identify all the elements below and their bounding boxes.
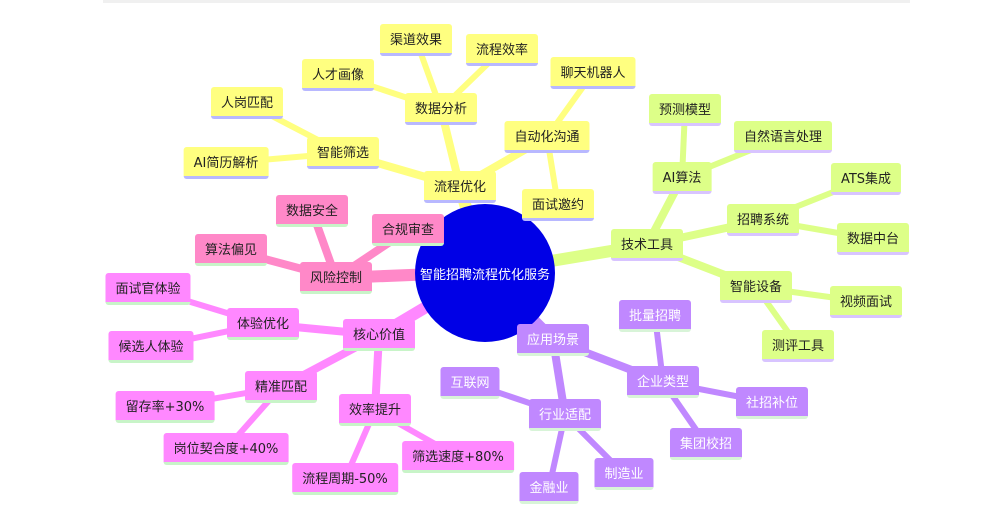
topic-node[interactable]: 效率提升 bbox=[338, 394, 412, 426]
leaf-node[interactable]: 金融业 bbox=[519, 472, 579, 504]
topic-node[interactable]: 招聘系统 bbox=[726, 204, 800, 236]
leaf-node[interactable]: 岗位契合度+40% bbox=[163, 433, 289, 465]
topic-node[interactable]: 体验优化 bbox=[226, 308, 300, 340]
branch-node[interactable]: 流程优化 bbox=[423, 171, 497, 203]
branch-node[interactable]: 应用场景 bbox=[516, 324, 590, 356]
leaf-node[interactable]: 批量招聘 bbox=[618, 300, 692, 332]
leaf-node[interactable]: 测评工具 bbox=[761, 330, 835, 362]
leaf-node[interactable]: 流程周期-50% bbox=[292, 463, 398, 495]
leaf-node[interactable]: 人岗匹配 bbox=[210, 87, 284, 119]
topic-node[interactable]: 自动化沟通 bbox=[504, 121, 590, 153]
leaf-node[interactable]: ATS集成 bbox=[830, 163, 902, 195]
leaf-node[interactable]: 自然语言处理 bbox=[733, 121, 833, 153]
leaf-node[interactable]: 筛选速度+80% bbox=[402, 441, 514, 473]
leaf-node[interactable]: 聊天机器人 bbox=[550, 57, 636, 89]
top-bar bbox=[103, 0, 910, 3]
topic-node[interactable]: 数据分析 bbox=[404, 93, 478, 125]
leaf-node[interactable]: 面试官体验 bbox=[105, 273, 191, 305]
topic-node[interactable]: 算法偏见 bbox=[194, 234, 268, 266]
leaf-node[interactable]: 留存率+30% bbox=[115, 391, 215, 423]
branch-node[interactable]: 技术工具 bbox=[610, 229, 684, 261]
topic-node[interactable]: AI算法 bbox=[652, 162, 712, 194]
leaf-node[interactable]: 预测模型 bbox=[648, 94, 722, 126]
leaf-node[interactable]: 流程效率 bbox=[465, 34, 539, 66]
leaf-node[interactable]: 面试邀约 bbox=[521, 189, 595, 221]
leaf-node[interactable]: 候选人体验 bbox=[108, 331, 194, 363]
topic-node[interactable]: 精准匹配 bbox=[244, 371, 318, 403]
root-label: 智能招聘流程优化服务 bbox=[419, 267, 550, 283]
leaf-node[interactable]: 集团校招 bbox=[669, 428, 743, 460]
leaf-node[interactable]: 制造业 bbox=[594, 458, 654, 490]
leaf-node[interactable]: 人才画像 bbox=[301, 59, 375, 91]
topic-node[interactable]: 智能设备 bbox=[719, 271, 793, 303]
topic-node[interactable]: 行业适配 bbox=[528, 399, 602, 431]
branch-node[interactable]: 核心价值 bbox=[342, 319, 416, 351]
topic-node[interactable]: 合规审查 bbox=[371, 214, 445, 246]
leaf-node[interactable]: AI简历解析 bbox=[183, 147, 269, 179]
leaf-node[interactable]: 视频面试 bbox=[829, 286, 903, 318]
leaf-node[interactable]: 数据中台 bbox=[836, 223, 910, 255]
leaf-node[interactable]: 社招补位 bbox=[735, 387, 809, 419]
topic-node[interactable]: 智能筛选 bbox=[306, 137, 380, 169]
leaf-node[interactable]: 互联网 bbox=[440, 367, 500, 399]
topic-node[interactable]: 数据安全 bbox=[275, 195, 349, 227]
branch-node[interactable]: 风险控制 bbox=[299, 262, 373, 294]
topic-node[interactable]: 企业类型 bbox=[626, 366, 700, 398]
leaf-node[interactable]: 渠道效果 bbox=[379, 24, 453, 56]
